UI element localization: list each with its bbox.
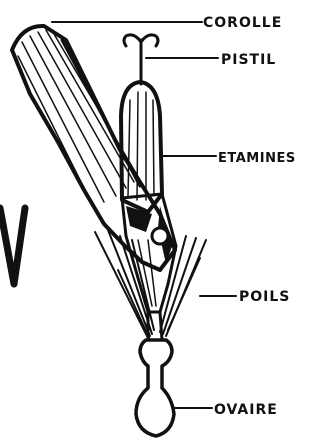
pistil-shape (124, 35, 158, 84)
poils-hairs (95, 230, 206, 340)
label-ovaire: OVAIRE (214, 402, 278, 418)
label-etamines: ETAMINES (218, 151, 296, 166)
corolle-shape (12, 26, 175, 270)
label-pistil: PISTIL (221, 52, 276, 68)
partial-letter (0, 208, 25, 284)
label-poils: POILS (239, 289, 290, 305)
label-corolle: COROLLE (203, 15, 282, 31)
etamines-shape (121, 82, 162, 212)
